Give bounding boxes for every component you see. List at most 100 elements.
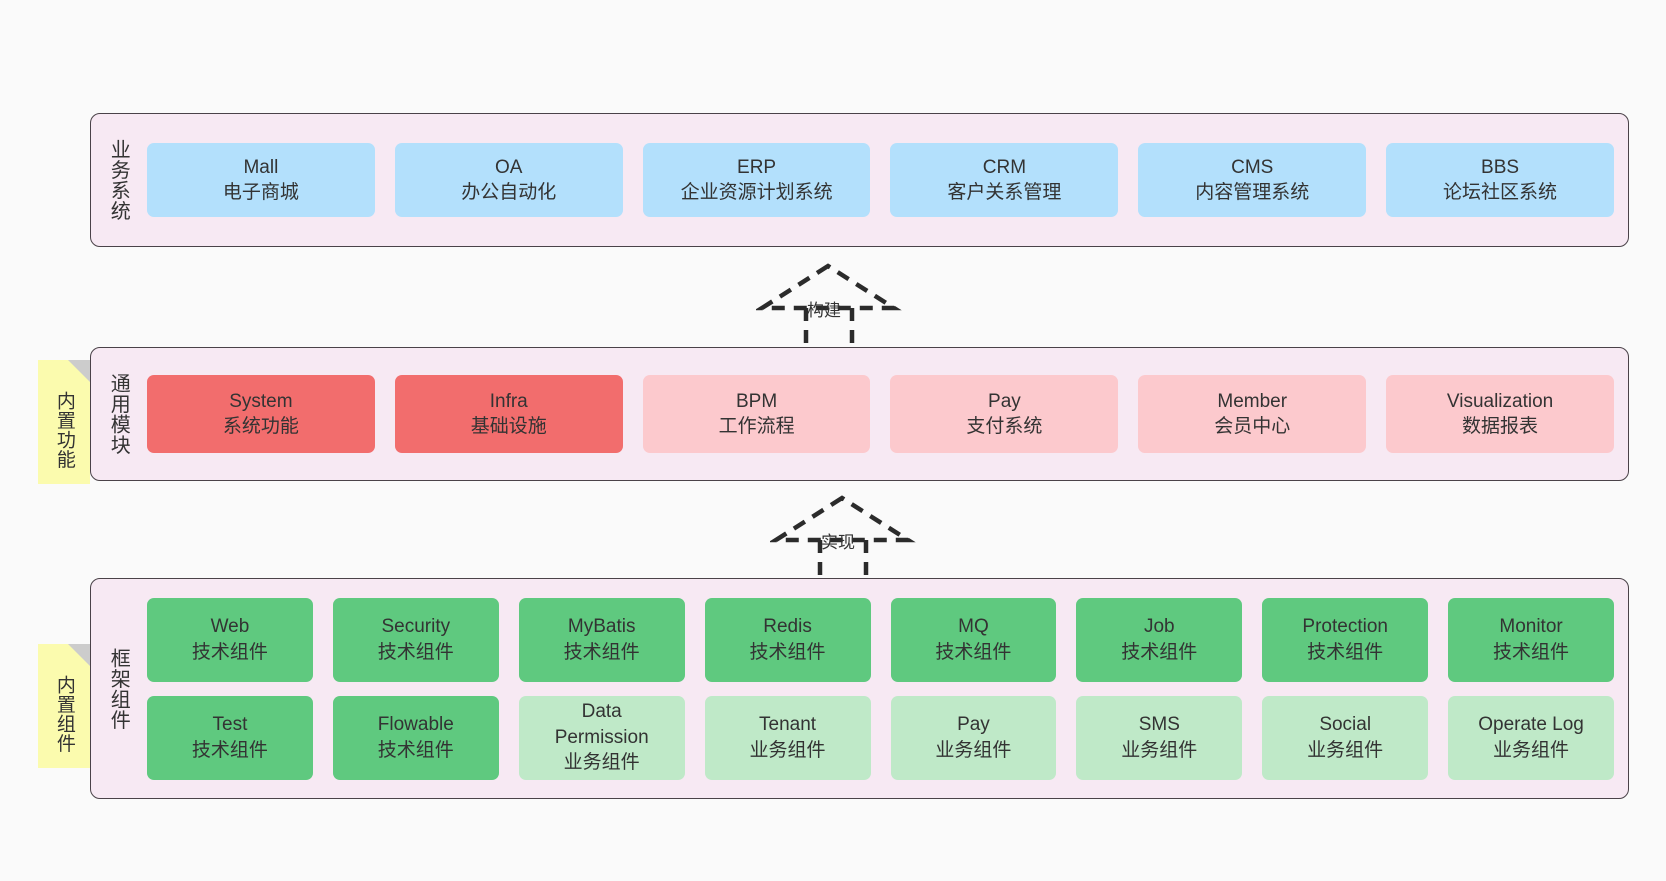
node-erp-cn: 企业资源计划系统 [680, 182, 833, 203]
node-bbs-cn: 论坛社区系统 [1443, 182, 1558, 203]
node-bbs[interactable]: BBS 论坛社区系统 [1386, 143, 1614, 217]
node-erp[interactable]: ERP 企业资源计划系统 [642, 143, 871, 217]
node-protection-en: Protection [1302, 616, 1388, 638]
node-data-permission-cn: 业务组件 [563, 752, 640, 774]
connector-build: 构建 [754, 262, 906, 348]
node-crm-cn: 客户关系管理 [947, 182, 1062, 203]
node-operate-log-en: Operate Log [1478, 714, 1584, 736]
node-pay-module-cn: 支付系统 [966, 416, 1043, 437]
node-security-en: Security [381, 616, 451, 638]
node-monitor[interactable]: Monitor 技术组件 [1448, 597, 1614, 682]
node-redis[interactable]: Redis 技术组件 [704, 597, 871, 682]
node-pay-component-cn: 业务组件 [935, 739, 1012, 761]
node-pay-component-en: Pay [957, 714, 990, 736]
node-test-cn: 技术组件 [191, 739, 268, 761]
business-layer-body: Mall 电子商城 OA 办公自动化 ERP 企业资源计划系统 CRM 客户关系… [141, 114, 1628, 246]
note-fold-icon [68, 644, 90, 666]
note-fold-icon [68, 360, 90, 382]
note-builtin-components-label: 内置组件 [53, 675, 75, 753]
note-builtin-components: 内置组件 [38, 644, 90, 768]
node-social[interactable]: Social 业务组件 [1262, 695, 1429, 780]
node-flowable-cn: 技术组件 [377, 739, 454, 761]
node-erp-en: ERP [737, 156, 777, 178]
business-layer-title: 业务系统 [107, 139, 130, 221]
node-mq-cn: 技术组件 [935, 641, 1012, 663]
framework-components-layer: 框架组件 Web 技术组件 Security 技术组件 MyBatis 技术组件… [90, 578, 1629, 799]
node-social-en: Social [1319, 714, 1372, 736]
node-redis-cn: 技术组件 [749, 641, 826, 663]
node-pay-component[interactable]: Pay 业务组件 [890, 695, 1057, 780]
node-tenant-cn: 业务组件 [749, 739, 826, 761]
node-cms-cn: 内容管理系统 [1195, 182, 1310, 203]
node-oa-en: OA [495, 156, 523, 178]
node-crm-en: CRM [982, 156, 1027, 178]
node-job[interactable]: Job 技术组件 [1076, 597, 1243, 682]
node-infra[interactable]: Infra 基础设施 [394, 375, 623, 453]
node-operate-log-cn: 业务组件 [1493, 739, 1570, 761]
node-mq[interactable]: MQ 技术组件 [890, 597, 1057, 682]
node-crm[interactable]: CRM 客户关系管理 [890, 143, 1119, 217]
business-system-layer: 业务系统 Mall 电子商城 OA 办公自动化 ERP 企业资源计划系统 CRM… [90, 113, 1629, 247]
node-pay-module[interactable]: Pay 支付系统 [890, 375, 1119, 453]
node-social-cn: 业务组件 [1307, 739, 1384, 761]
node-mybatis[interactable]: MyBatis 技术组件 [518, 597, 685, 682]
node-mall-cn: 电子商城 [222, 182, 299, 203]
node-web[interactable]: Web 技术组件 [147, 597, 313, 682]
node-monitor-en: Monitor [1499, 616, 1563, 638]
node-bbs-en: BBS [1481, 156, 1520, 178]
node-tenant[interactable]: Tenant 业务组件 [704, 695, 871, 780]
framework-layer-title: 框架组件 [107, 647, 130, 730]
node-redis-en: Redis [763, 616, 812, 638]
node-visualization[interactable]: Visualization 数据报表 [1386, 375, 1614, 453]
note-builtin-features-label: 内置功能 [53, 391, 75, 469]
node-security[interactable]: Security 技术组件 [332, 597, 499, 682]
node-visualization-en: Visualization [1446, 390, 1554, 412]
connector-build-label: 构建 [807, 301, 841, 320]
node-member[interactable]: Member 会员中心 [1138, 375, 1367, 453]
node-bpm[interactable]: BPM 工作流程 [642, 375, 871, 453]
node-infra-cn: 基础设施 [470, 416, 547, 437]
node-bpm-cn: 工作流程 [718, 416, 795, 437]
node-cms[interactable]: CMS 内容管理系统 [1138, 143, 1367, 217]
node-web-en: Web [210, 616, 250, 638]
framework-tech-row: Web 技术组件 Security 技术组件 MyBatis 技术组件 Redi… [147, 597, 1614, 682]
framework-layer-body: Web 技术组件 Security 技术组件 MyBatis 技术组件 Redi… [141, 579, 1628, 798]
node-oa[interactable]: OA 办公自动化 [394, 143, 623, 217]
node-monitor-cn: 技术组件 [1493, 641, 1570, 663]
node-bpm-en: BPM [735, 390, 778, 412]
node-test-en: Test [212, 714, 248, 736]
note-builtin-features: 内置功能 [38, 360, 90, 484]
framework-biz-row: Test 技术组件 Flowable 技术组件 Data Permission … [147, 695, 1614, 780]
node-mall[interactable]: Mall 电子商城 [147, 143, 375, 217]
business-node-row: Mall 电子商城 OA 办公自动化 ERP 企业资源计划系统 CRM 客户关系… [147, 143, 1614, 217]
node-mall-en: Mall [243, 156, 279, 178]
node-visualization-cn: 数据报表 [1462, 416, 1539, 437]
node-protection[interactable]: Protection 技术组件 [1262, 597, 1429, 682]
node-member-en: Member [1217, 390, 1288, 412]
node-data-permission[interactable]: Data Permission 业务组件 [518, 695, 685, 780]
implement-arrow-icon [768, 495, 916, 580]
node-web-cn: 技术组件 [191, 641, 268, 663]
modules-node-row: System 系统功能 Infra 基础设施 BPM 工作流程 Pay 支付系统… [147, 375, 1614, 453]
node-infra-en: Infra [489, 390, 528, 412]
modules-layer-body: System 系统功能 Infra 基础设施 BPM 工作流程 Pay 支付系统… [141, 348, 1628, 480]
connector-implement-label: 实现 [821, 533, 855, 552]
node-system-cn: 系统功能 [222, 416, 299, 437]
node-flowable[interactable]: Flowable 技术组件 [332, 695, 499, 780]
build-arrow-icon [754, 263, 902, 348]
node-system[interactable]: System 系统功能 [147, 375, 375, 453]
node-mybatis-en: MyBatis [567, 616, 636, 638]
node-data-permission-en: Data Permission [554, 701, 649, 748]
node-sms[interactable]: SMS 业务组件 [1076, 695, 1243, 780]
node-protection-cn: 技术组件 [1307, 641, 1384, 663]
modules-layer-title: 通用模块 [107, 373, 130, 455]
node-member-cn: 会员中心 [1214, 416, 1291, 437]
connector-implement: 实现 [768, 494, 920, 580]
node-test[interactable]: Test 技术组件 [147, 695, 313, 780]
node-sms-cn: 业务组件 [1121, 739, 1198, 761]
node-security-cn: 技术组件 [377, 641, 454, 663]
node-operate-log[interactable]: Operate Log 业务组件 [1448, 695, 1614, 780]
node-pay-module-en: Pay [988, 390, 1021, 412]
node-flowable-en: Flowable [377, 714, 454, 736]
node-oa-cn: 办公自动化 [461, 182, 557, 203]
